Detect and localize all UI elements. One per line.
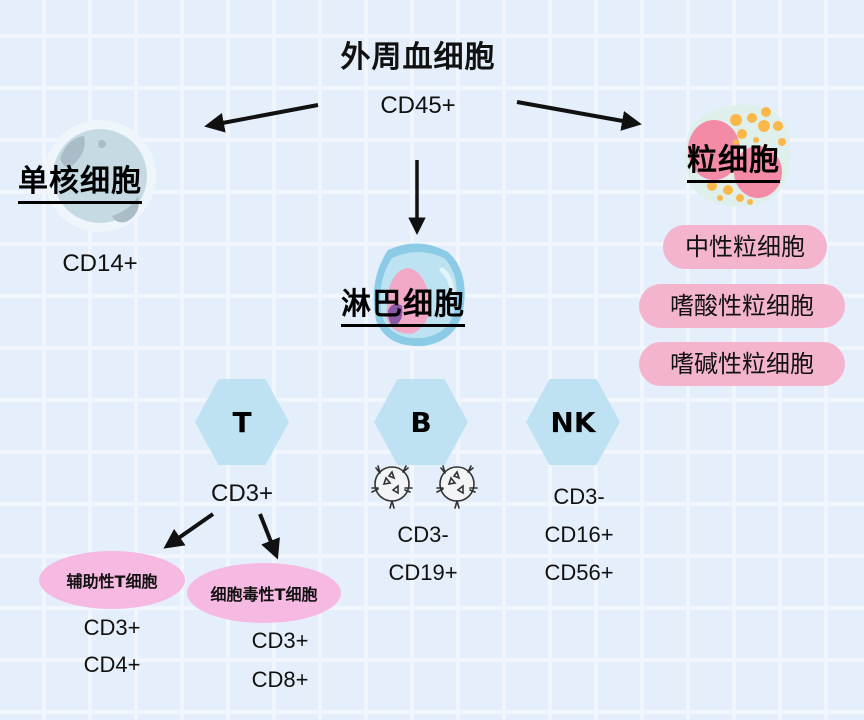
lymphocyte-cell-icon [373, 243, 465, 347]
cytotoxic-t-cell-ellipse: 细胞毒性T细胞 [187, 563, 341, 623]
monocyte-title: 单核细胞 [18, 163, 142, 204]
nk-cell-hexagon: NK [526, 379, 620, 465]
arrow-to-monocyte [204, 103, 319, 133]
basophil-pill: 嗜碱性粒细胞 [639, 342, 845, 386]
helper-t-cell-ellipse: 辅助性T细胞 [39, 551, 185, 609]
nk-cell-marker-2: CD16+ [544, 522, 614, 547]
arrow-to-cytotoxic-t [258, 513, 280, 560]
b-cell-marker-1: CD3- [397, 522, 449, 547]
granulocyte-title: 粒细胞 [687, 142, 780, 183]
b-cell-marker-2: CD19+ [388, 560, 458, 585]
monocyte-marker: CD14+ [62, 250, 138, 277]
nk-cell-marker-3: CD56+ [544, 560, 614, 585]
b-cell-label: B [410, 405, 432, 439]
arrow-to-helper-t [163, 512, 215, 549]
t-cell-label: T [232, 405, 252, 439]
monocyte-cell-icon [44, 120, 156, 232]
cytotoxic-t-cell-label: 细胞毒性T细胞 [210, 585, 318, 604]
root-title: 外周血细胞 [340, 40, 496, 75]
neutrophil-pill: 中性粒细胞 [663, 225, 827, 269]
helper-t-cell-label: 辅助性T细胞 [66, 572, 158, 591]
nk-cell-marker-1: CD3- [553, 484, 605, 509]
eosinophil-pill: 嗜酸性粒细胞 [639, 284, 845, 328]
cytotoxic-t-marker-1: CD3+ [251, 628, 309, 653]
cytotoxic-t-marker-2: CD8+ [251, 667, 309, 692]
helper-t-marker-2: CD4+ [83, 652, 141, 677]
lymphocyte-title: 淋巴细胞 [341, 286, 465, 327]
b-cell-icon [371, 465, 478, 509]
t-cell-marker: CD3+ [210, 480, 274, 507]
root-marker: CD45+ [380, 92, 456, 119]
nk-cell-label: NK [550, 405, 596, 439]
helper-t-marker-1: CD3+ [83, 615, 141, 640]
arrow-to-granulocyte [516, 100, 642, 131]
